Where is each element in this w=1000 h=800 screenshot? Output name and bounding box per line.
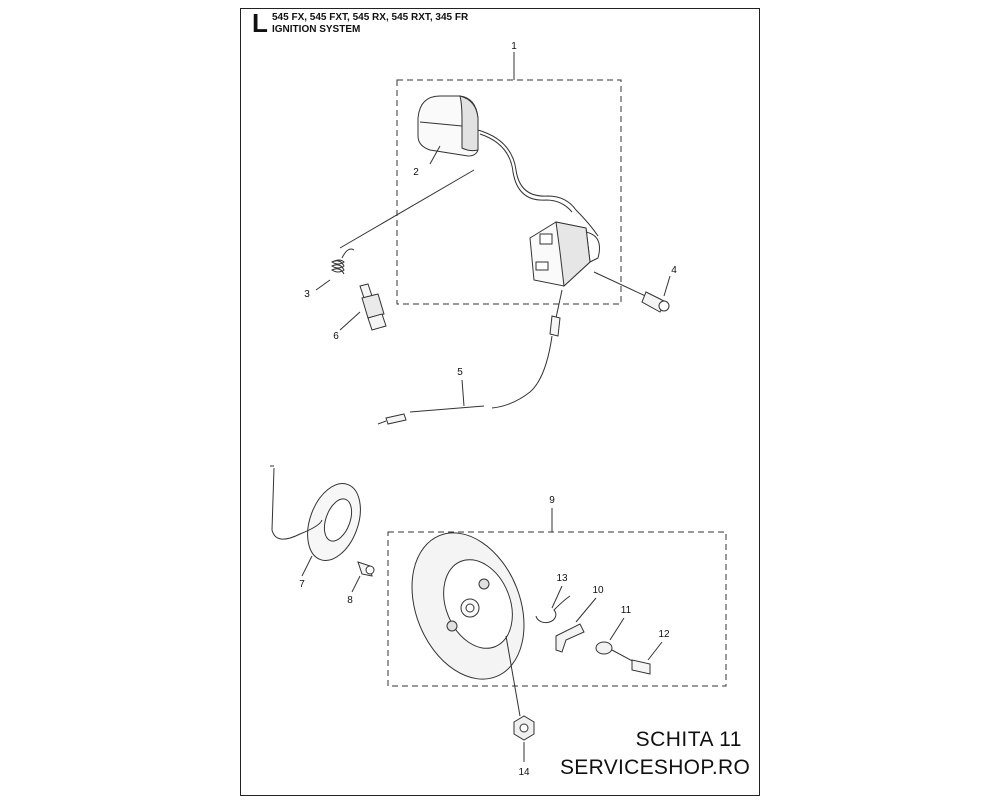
callout-12: 12: [658, 629, 670, 640]
leader-2: [429, 145, 441, 165]
flywheel: [411, 532, 525, 680]
leader-11: [609, 617, 625, 641]
callout-9: 9: [549, 495, 555, 506]
leader-10: [575, 597, 597, 623]
callout-4: 4: [671, 265, 677, 276]
trigger-module: [270, 465, 361, 561]
callout-13: 13: [556, 573, 568, 584]
leader-5: [461, 379, 465, 407]
leader-7: [301, 555, 313, 577]
washer: [595, 641, 613, 655]
diagram-title: IGNITION SYSTEM: [272, 24, 361, 35]
leader-12: [647, 641, 663, 661]
callout-1: 1: [511, 41, 517, 52]
leader-3: [315, 279, 331, 291]
callout-6: 6: [333, 331, 339, 342]
callout-3: 3: [304, 289, 310, 300]
callout-5: 5: [457, 367, 463, 378]
group-box-1: [396, 79, 622, 305]
spark-plug: [359, 283, 387, 331]
callout-7: 7: [299, 579, 305, 590]
group-box-9: [387, 531, 727, 687]
stop-lead-a: [555, 289, 563, 319]
leader-4: [663, 275, 671, 297]
callout-8: 8: [347, 595, 353, 606]
leader-8: [351, 575, 361, 593]
leader-13: [551, 585, 563, 609]
pawl-screw: [611, 649, 651, 675]
callout-10: 10: [592, 585, 604, 596]
section-letter: L: [252, 8, 268, 38]
callout-14: 14: [518, 767, 530, 778]
ignition-module: [529, 221, 600, 288]
callout-11: 11: [620, 605, 632, 616]
pawl-spring: [535, 595, 571, 624]
diagram-frame: [240, 8, 760, 796]
callout-2: 2: [413, 167, 419, 178]
ht-lead: [477, 129, 599, 237]
stop-wire: [491, 335, 553, 409]
pawl: [555, 623, 585, 653]
spark-plug-cap: [417, 95, 479, 157]
shop-name: SERVICESHOP.RO: [560, 756, 751, 779]
flywheel-nut: [513, 715, 535, 741]
model-list: 545 FX, 545 FXT, 545 RX, 545 RXT, 345 FR: [272, 12, 469, 23]
sheet-label: SCHITA 11: [635, 728, 742, 751]
module-screw: [593, 271, 670, 313]
trigger-screw: [357, 561, 375, 577]
spark-plug-spring: [331, 248, 355, 275]
leader-6: [339, 311, 361, 331]
